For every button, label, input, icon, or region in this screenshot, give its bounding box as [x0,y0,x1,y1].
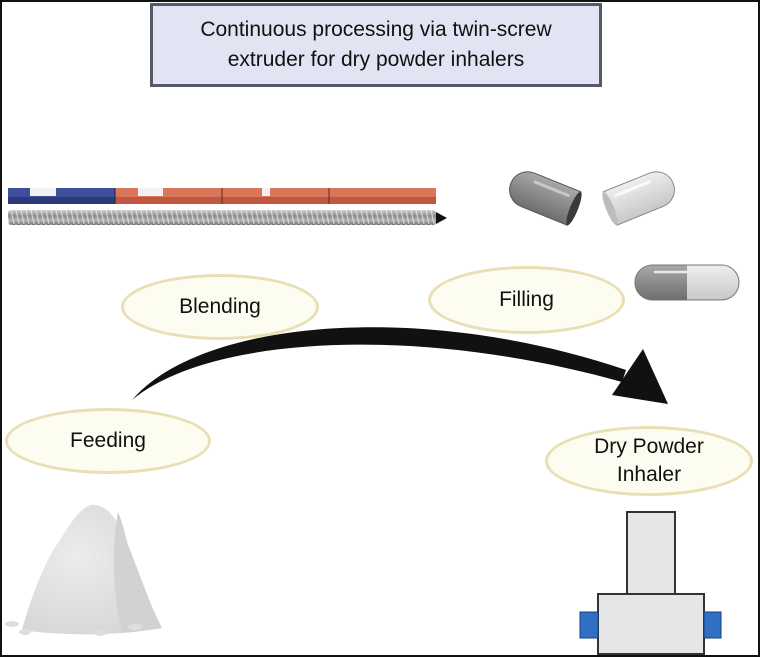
inhaler-device-icon [579,511,722,655]
feeding-step: Feeding [5,408,211,474]
feeding-label: Feeding [70,429,146,452]
title-line-1: Continuous processing via twin-screw [200,18,552,41]
inhaler-label-line-2: Inhaler [616,463,682,486]
filling-step: Filling [428,266,625,334]
closed-capsule-icon [634,264,740,301]
process-arrow-icon [132,327,668,404]
filling-label: Filling [499,288,554,311]
powder-pile-icon [5,505,162,636]
blending-label: Blending [179,295,261,318]
open-capsule-icon [509,171,675,226]
title-box: Continuous processing via twin-screw ext… [150,3,602,87]
extruder-barrel-icon [8,188,436,204]
screw-icon [8,210,447,225]
inhaler-label-line-1: Dry Powder [594,435,704,458]
title-line-2: extruder for dry powder inhalers [227,48,525,71]
blending-step: Blending [121,274,319,340]
inhaler-step: Dry Powder Inhaler [545,426,753,496]
